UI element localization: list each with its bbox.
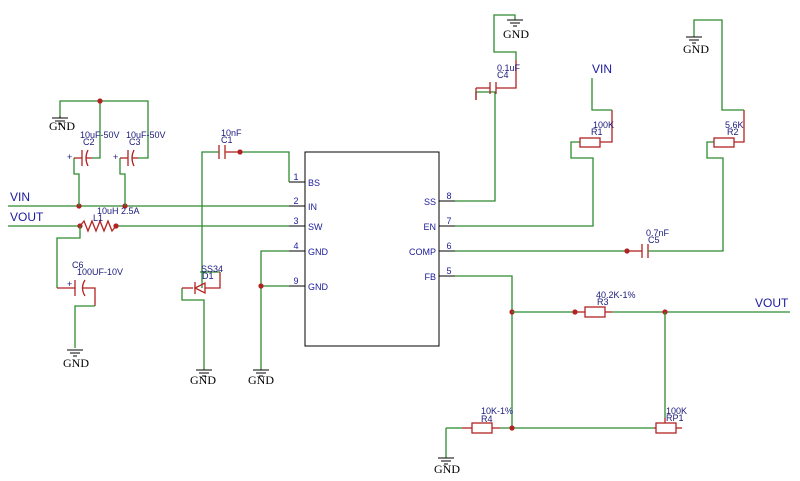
d1-ref: D1 (202, 271, 214, 281)
pin-name-sw: SW (308, 222, 323, 232)
r1-value: 100K (593, 120, 614, 130)
net-label-vin: VIN (10, 190, 30, 204)
diode-d1 (193, 281, 206, 295)
svg-text:+: + (67, 279, 72, 289)
ground-symbol (52, 116, 68, 125)
resistor-r2 (713, 137, 735, 148)
gnd-label: GND (190, 373, 216, 387)
resistor-r3 (584, 306, 606, 318)
r3-ref: R3 (597, 297, 609, 307)
pin-name-gnd: GND (308, 247, 329, 257)
pin-num: 4 (293, 241, 298, 251)
inductor-l1 (79, 219, 117, 233)
gnd-label: GND (248, 373, 274, 387)
c2-value: 10uF-50V (80, 130, 120, 140)
c3-value: 10uF-50V (126, 130, 166, 140)
ground-symbol (507, 19, 523, 27)
c1-ref: C1 (221, 135, 233, 145)
l1-ref: L1 (93, 213, 103, 223)
pin-name-in: IN (308, 202, 317, 212)
c4-value: 0.1uF (497, 63, 521, 73)
pin-num: 8 (446, 191, 451, 201)
gnd-label: GND (503, 27, 529, 41)
c4-ref: C4 (497, 70, 509, 80)
gnd-label: GND (63, 356, 89, 370)
gnd-label: GND (49, 119, 75, 133)
pin-num: 3 (293, 216, 298, 226)
gnd-label: GND (434, 462, 460, 476)
net-label-vin-en: VIN (592, 62, 612, 76)
c5-value: 0.7nF (646, 228, 670, 238)
plus-sign: + (67, 152, 72, 162)
c5-ref: C5 (648, 235, 660, 245)
pin-name-fb: FB (424, 272, 436, 282)
potentiometer-rp1 (655, 422, 677, 434)
ground-symbol (253, 369, 269, 377)
pin-num: 1 (293, 172, 298, 182)
l1-value: 10uH 2.5A (97, 206, 140, 216)
resistor-r4 (471, 422, 493, 434)
c1-value: 10nF (221, 128, 242, 138)
c3-ref: C3 (129, 137, 141, 147)
r4-value: 10K-1% (481, 406, 513, 416)
c6-ref: C6 (72, 260, 84, 270)
pin-num: 9 (293, 276, 298, 286)
net-label-vout: VOUT (10, 210, 44, 224)
pin-name-ss: SS (424, 197, 436, 207)
ic-body (304, 151, 440, 347)
ground-symbol (196, 369, 212, 377)
r2-ref: R2 (727, 127, 739, 137)
ground-symbol (438, 457, 454, 465)
d1-value: SS34 (201, 264, 223, 274)
pin-num: 7 (446, 216, 451, 226)
net-label-vout-fb: VOUT (755, 296, 789, 310)
c6-value: 100UF-10V (77, 267, 123, 277)
c2-ref: C2 (83, 137, 95, 147)
pin-num: 5 (446, 266, 451, 276)
svg-text:+: + (113, 152, 118, 162)
pin-num: 6 (446, 241, 451, 251)
ground-symbol (67, 349, 83, 357)
r2-value: 5.6K (725, 120, 744, 130)
rp1-value: 100K (666, 406, 687, 416)
pin-name-gnd2: GND (308, 282, 329, 292)
rp1-ref: RP1 (666, 413, 684, 423)
resistor-r1 (579, 137, 601, 148)
pin-name-en: EN (423, 222, 436, 232)
pin-num: 2 (293, 196, 298, 206)
r1-ref: R1 (591, 127, 603, 137)
gnd-label: GND (683, 42, 709, 56)
r3-value: 40.2K-1% (596, 290, 636, 300)
ground-symbol (686, 36, 702, 44)
pin-name-bs: BS (308, 178, 320, 188)
pin-name-comp: COMP (409, 247, 436, 257)
r4-ref: R4 (481, 414, 493, 424)
